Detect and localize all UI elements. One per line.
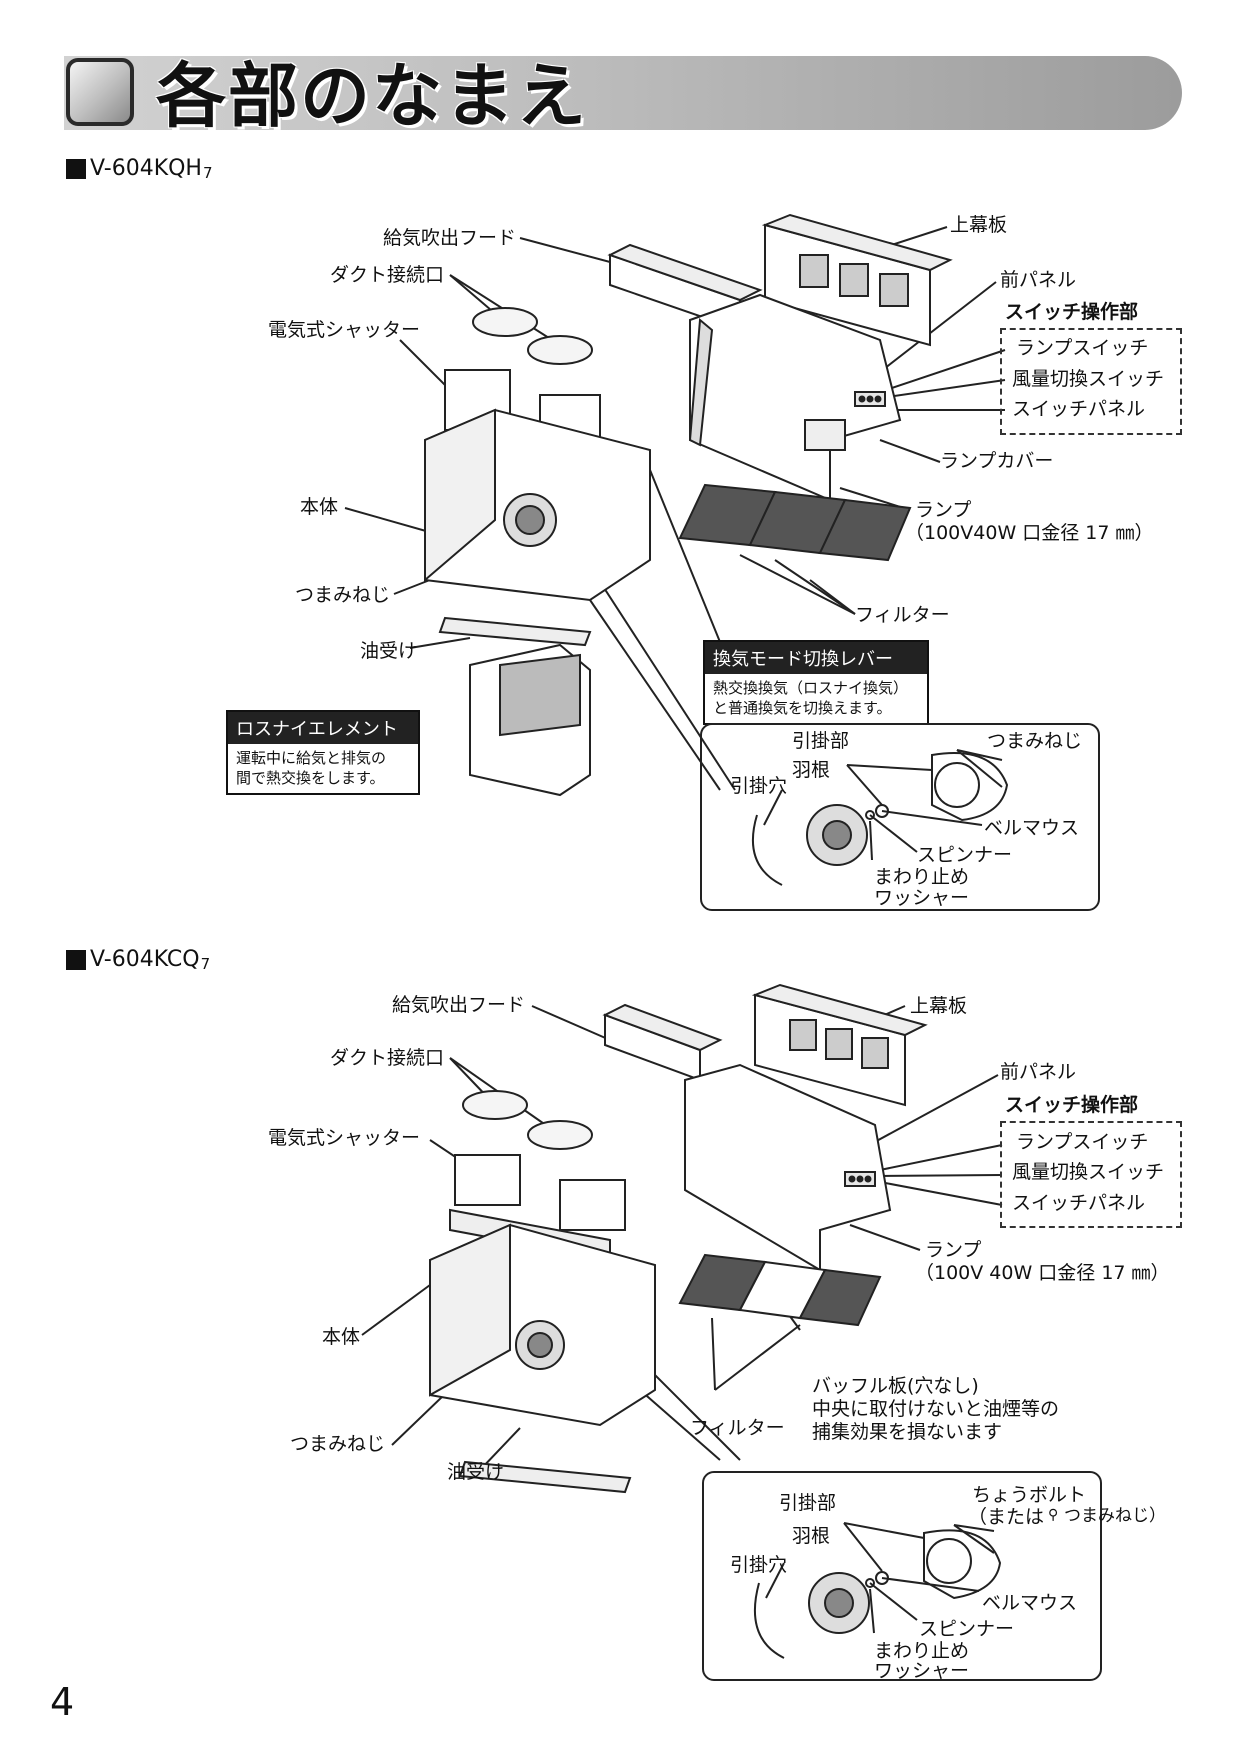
- fan-detail-inset-1: 引掛部 つまみねじ 羽根 引掛穴 ベルマウス スピンナー まわり止め ワッシャー: [700, 723, 1100, 911]
- inset1-label-washer-1: まわり止め: [874, 866, 970, 888]
- label-switch-panel: スイッチパネル: [1012, 1192, 1146, 1214]
- element-callout: ロスナイエレメント 運転中に給気と排気の 間で熱交換をします。: [226, 710, 420, 795]
- diagram-v604kqh: 給気吹出フード ダクト接続口 電気式シャッター 本体 つまみねじ 油受け 上幕板…: [226, 213, 1182, 911]
- label-duct-port: ダクト接続口: [330, 264, 445, 286]
- label-baffle-3: 捕集効果を損ないます: [812, 1421, 1003, 1443]
- label-switch-group: スイッチ操作部: [1005, 1094, 1139, 1116]
- model-heading-1: V-604KQH 7: [66, 156, 213, 182]
- page-title: 各部のなまえ: [156, 55, 588, 137]
- fan-detail-drawing-2: [753, 1522, 1002, 1659]
- inset1-label-blade: 羽根: [792, 759, 831, 781]
- label-body: 本体: [300, 496, 339, 518]
- label-baffle-1: バッフル板(穴なし): [812, 1375, 979, 1397]
- inset2-label-bolt-2: （または: [968, 1506, 1045, 1528]
- square-bullet-icon: [66, 949, 86, 970]
- label-front-panel: 前パネル: [1000, 269, 1077, 291]
- inset1-label-bellmouth: ベルマウス: [984, 817, 1080, 839]
- fan-detail-inset-2: 引掛部 ちょうボルト （または ⚲ つまみねじ） 羽根 引掛穴 ベルマウス スピ…: [702, 1471, 1166, 1682]
- label-filter: フィルター: [690, 1417, 785, 1439]
- inset2-label-bolt-1: ちょうボルト: [972, 1484, 1087, 1506]
- label-fan-switch: 風量切換スイッチ: [1012, 368, 1165, 390]
- model-suffix: 7: [202, 163, 213, 182]
- inset1-label-hole: 引掛穴: [730, 775, 788, 797]
- label-supply-hood: 給気吹出フード: [392, 994, 526, 1016]
- label-electric-shutter: 電気式シャッター: [268, 319, 421, 341]
- label-duct-port: ダクト接続口: [330, 1047, 445, 1069]
- model-suffix: 7: [200, 954, 211, 973]
- exploded-view-drawing-1: [344, 213, 1006, 797]
- inset1-label-knob: つまみねじ: [987, 730, 1083, 752]
- label-switch-group: スイッチ操作部: [1005, 301, 1139, 323]
- inset2-label-bolt-3: つまみねじ）: [1064, 1506, 1166, 1526]
- label-knob-screw: つまみねじ: [290, 1433, 386, 1455]
- switch-group-box: [1000, 1121, 1182, 1228]
- square-bullet-icon: [66, 158, 86, 179]
- label-body: 本体: [322, 1326, 361, 1348]
- model-name: V-604KCQ: [90, 947, 200, 972]
- header-square-icon: [66, 58, 134, 126]
- element-callout-text-2: 間で熱交換をします。: [236, 768, 385, 787]
- model-name: V-604KQH: [90, 156, 202, 181]
- wing-bolt-icon: ⚲: [1048, 1507, 1059, 1523]
- inset2-label-hook: 引掛部: [779, 1492, 837, 1514]
- diagram-v604kcq: 給気吹出フード ダクト接続口 電気式シャッター 本体 つまみねじ 油受け 上幕板…: [0, 940, 1240, 1740]
- lever-callout-title: 換気モード切換レバー: [705, 642, 927, 674]
- fan-detail-drawing-1: [751, 749, 1009, 886]
- exploded-view-drawing-2: [361, 983, 1003, 1494]
- label-front-panel: 前パネル: [1000, 1061, 1077, 1083]
- label-knob-screw: つまみねじ: [295, 584, 391, 606]
- inset1-label-hook: 引掛部: [792, 730, 850, 752]
- inset2-label-spinner: スピンナー: [919, 1618, 1015, 1640]
- inset1-label-spinner: スピンナー: [917, 844, 1013, 866]
- label-baffle-2: 中央に取付けないと油煙等の: [812, 1398, 1060, 1420]
- inset2-label-bellmouth: ベルマウス: [982, 1592, 1078, 1614]
- inset1-label-washer-2: ワッシャー: [874, 887, 970, 909]
- lever-callout: 換気モード切換レバー 熱交換換気（ロスナイ換気） と普通換気を切換えます。: [703, 640, 929, 725]
- label-supply-hood: 給気吹出フード: [383, 227, 517, 249]
- label-filter: フィルター: [855, 604, 950, 626]
- page-number: 4: [50, 1680, 75, 1724]
- label-fan-switch: 風量切換スイッチ: [1012, 1161, 1165, 1183]
- inset2-label-washer-1: まわり止め: [874, 1640, 970, 1662]
- label-oil-tray: 油受け: [360, 640, 418, 662]
- lever-callout-text-2: と普通換気を切換えます。: [713, 698, 892, 717]
- label-lamp: ランプ: [915, 499, 972, 521]
- element-callout-text-1: 運転中に給気と排気の: [236, 749, 387, 767]
- lever-callout-text-1: 熱交換換気（ロスナイ換気）: [713, 679, 909, 697]
- label-lamp-spec: （100V 40W 口金径 17 ㎜）: [915, 1262, 1170, 1284]
- label-oil-tray: 油受け: [447, 1461, 505, 1483]
- label-lamp: ランプ: [925, 1239, 982, 1261]
- switch-group-box: [1000, 328, 1182, 435]
- inset2-label-hole: 引掛穴: [730, 1554, 788, 1576]
- element-callout-title: ロスナイエレメント: [228, 712, 418, 744]
- inset2-label-blade: 羽根: [792, 1525, 831, 1547]
- header-bar: [64, 56, 1182, 130]
- label-electric-shutter: 電気式シャッター: [268, 1127, 421, 1149]
- label-switch-panel: スイッチパネル: [1012, 398, 1146, 420]
- label-lamp-cover: ランプカバー: [940, 450, 1054, 472]
- model-heading-2: V-604KCQ 7: [66, 947, 211, 973]
- label-lamp-switch: ランプスイッチ: [1016, 1131, 1149, 1153]
- inset2-label-washer-2: ワッシャー: [874, 1660, 970, 1682]
- label-top-panel: 上幕板: [910, 995, 968, 1017]
- label-top-panel: 上幕板: [950, 214, 1008, 236]
- label-lamp-spec: （100V40W 口金径 17 ㎜）: [905, 522, 1154, 544]
- label-lamp-switch: ランプスイッチ: [1016, 337, 1149, 359]
